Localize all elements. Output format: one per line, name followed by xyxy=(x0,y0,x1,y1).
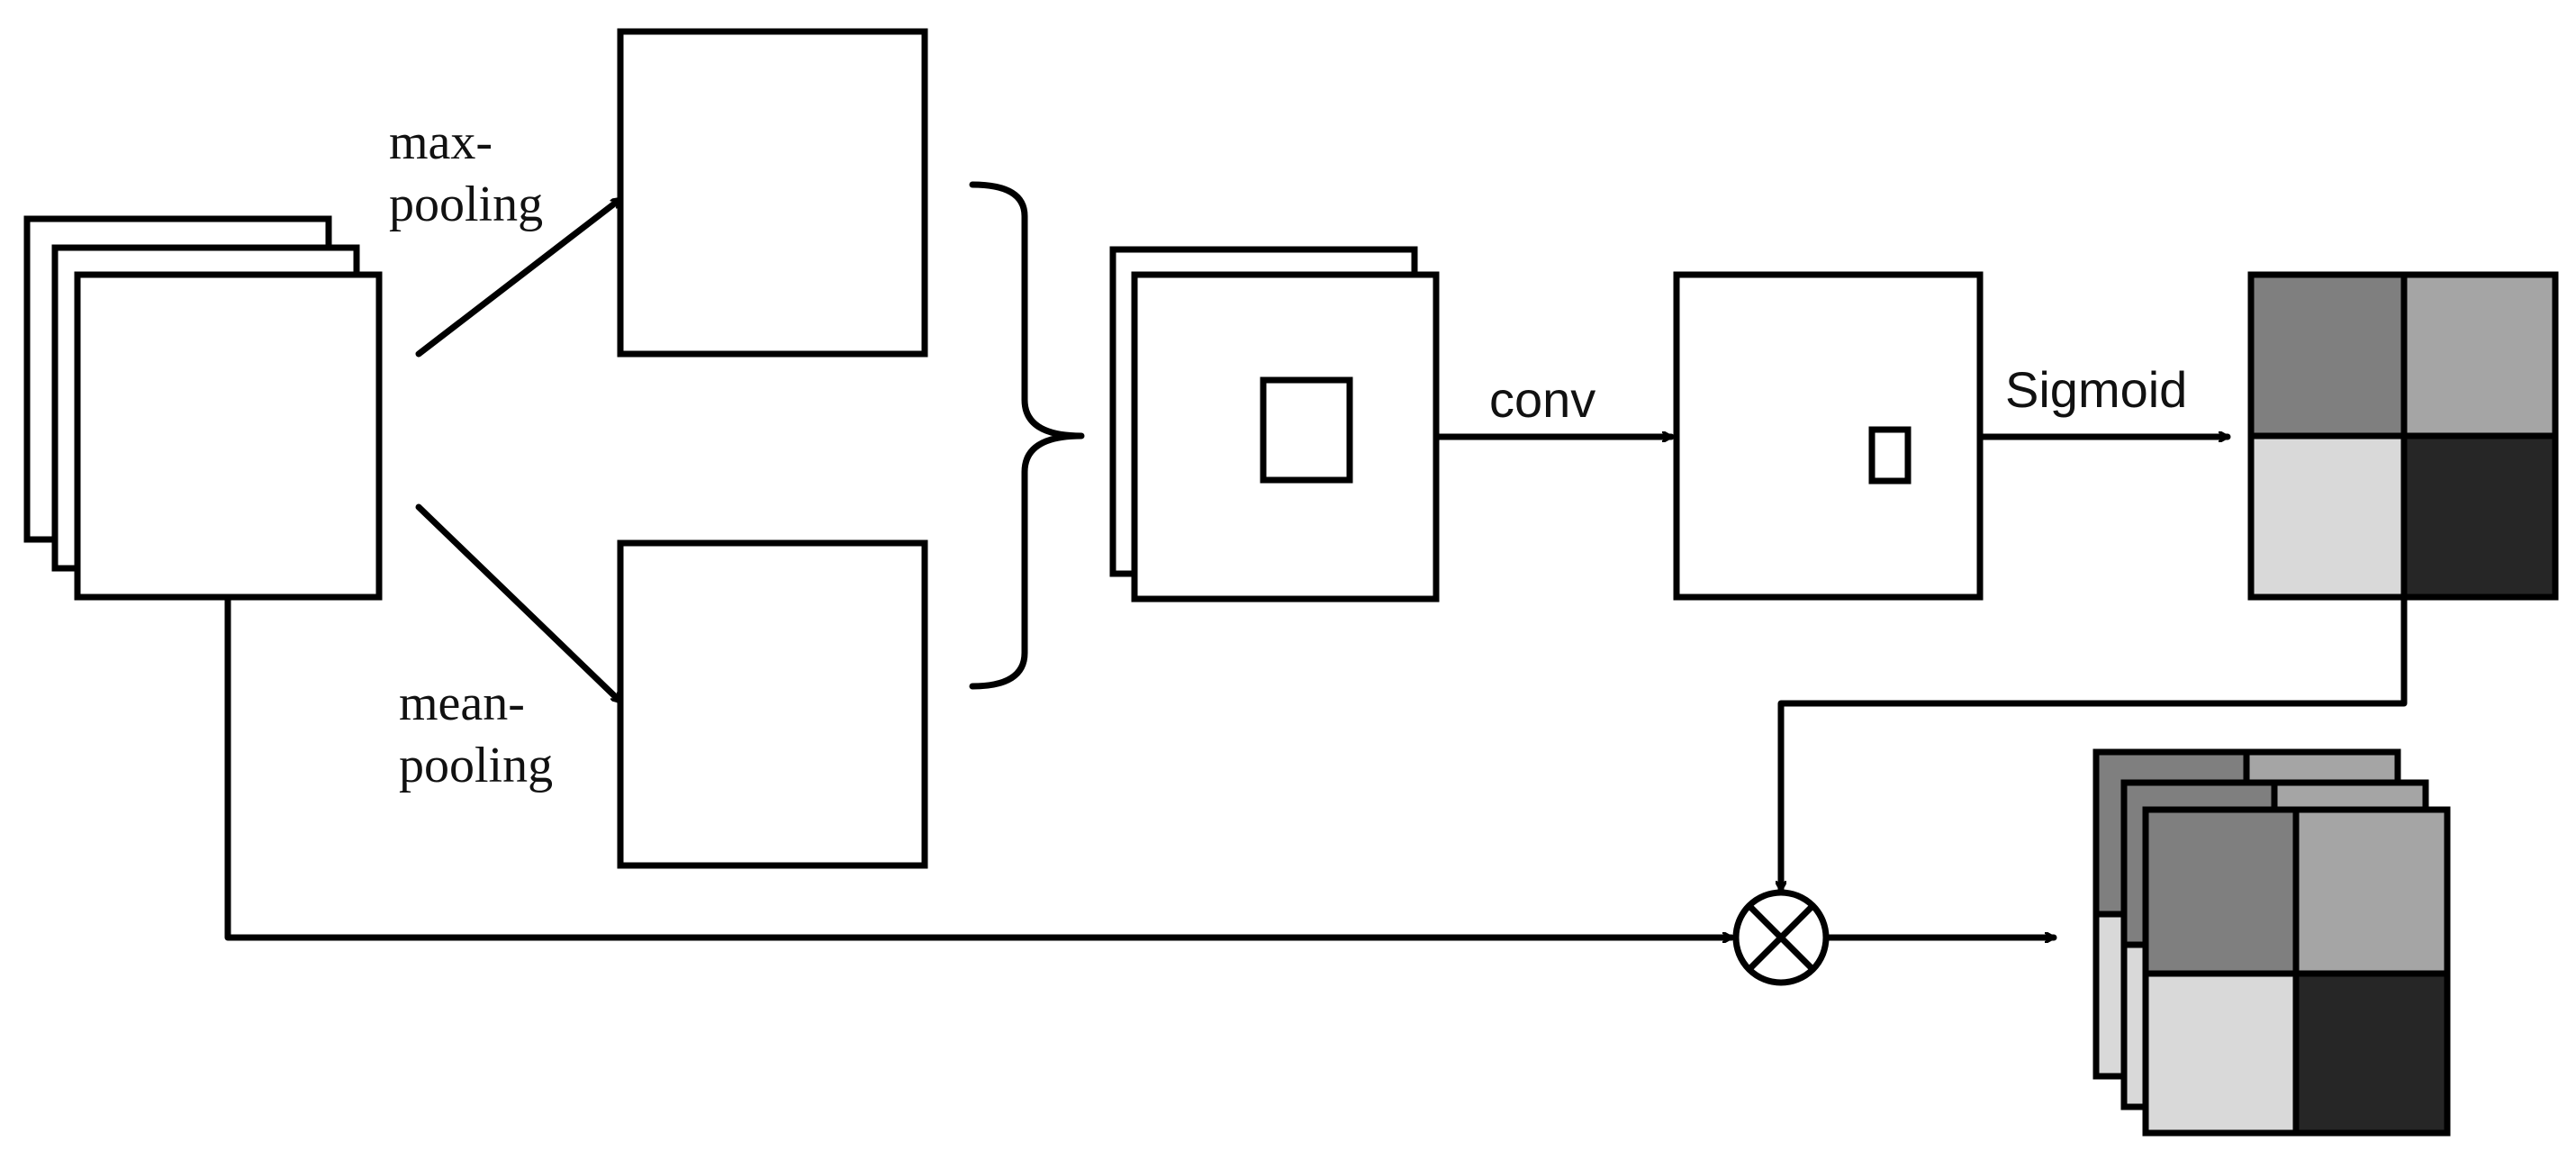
output-cell-top-right xyxy=(2296,810,2447,974)
convolution-kernel-window xyxy=(1260,376,1353,484)
mean-pooling-label-line2: pooling xyxy=(399,738,553,793)
output-map-front xyxy=(2142,806,2451,1137)
max-pooling-map xyxy=(617,28,928,358)
spatial-attention-weight-map xyxy=(2247,271,2559,601)
weight-cell-top-left xyxy=(2251,275,2404,436)
conv-label: conv xyxy=(1489,371,1595,428)
weight-to-multiply-connector xyxy=(1781,594,2408,893)
mean-pooling-map xyxy=(617,539,928,869)
sigmoid-label: Sigmoid xyxy=(2005,361,2187,418)
mean-pooling-label-line1: mean- xyxy=(399,675,525,731)
convolution-output-map xyxy=(1673,271,1984,601)
input-feature-map-front xyxy=(74,271,383,601)
output-cell-bottom-right xyxy=(2296,974,2447,1133)
weight-cell-bottom-left xyxy=(2251,436,2404,597)
concatenation-brace xyxy=(969,181,1085,690)
mean-pooling-arrow xyxy=(415,503,624,705)
max-pooling-arrow xyxy=(415,195,624,358)
weight-cell-bottom-right xyxy=(2404,436,2555,597)
convolution-output-pixel xyxy=(1868,426,1912,485)
input-feature-map-stack xyxy=(23,215,383,601)
output-cell-bottom-left xyxy=(2146,974,2296,1133)
output-feature-map-stack xyxy=(2092,748,2451,1137)
input-skip-connection xyxy=(224,594,1735,938)
max-pooling-label-line2: pooling xyxy=(389,177,543,232)
output-cell-top-left xyxy=(2146,810,2296,974)
max-pooling-label-line1: max- xyxy=(389,114,493,170)
weight-cell-top-right xyxy=(2404,275,2555,436)
circled-times-icon xyxy=(1732,889,1830,986)
concatenated-feature-map-stack xyxy=(1109,246,1440,603)
